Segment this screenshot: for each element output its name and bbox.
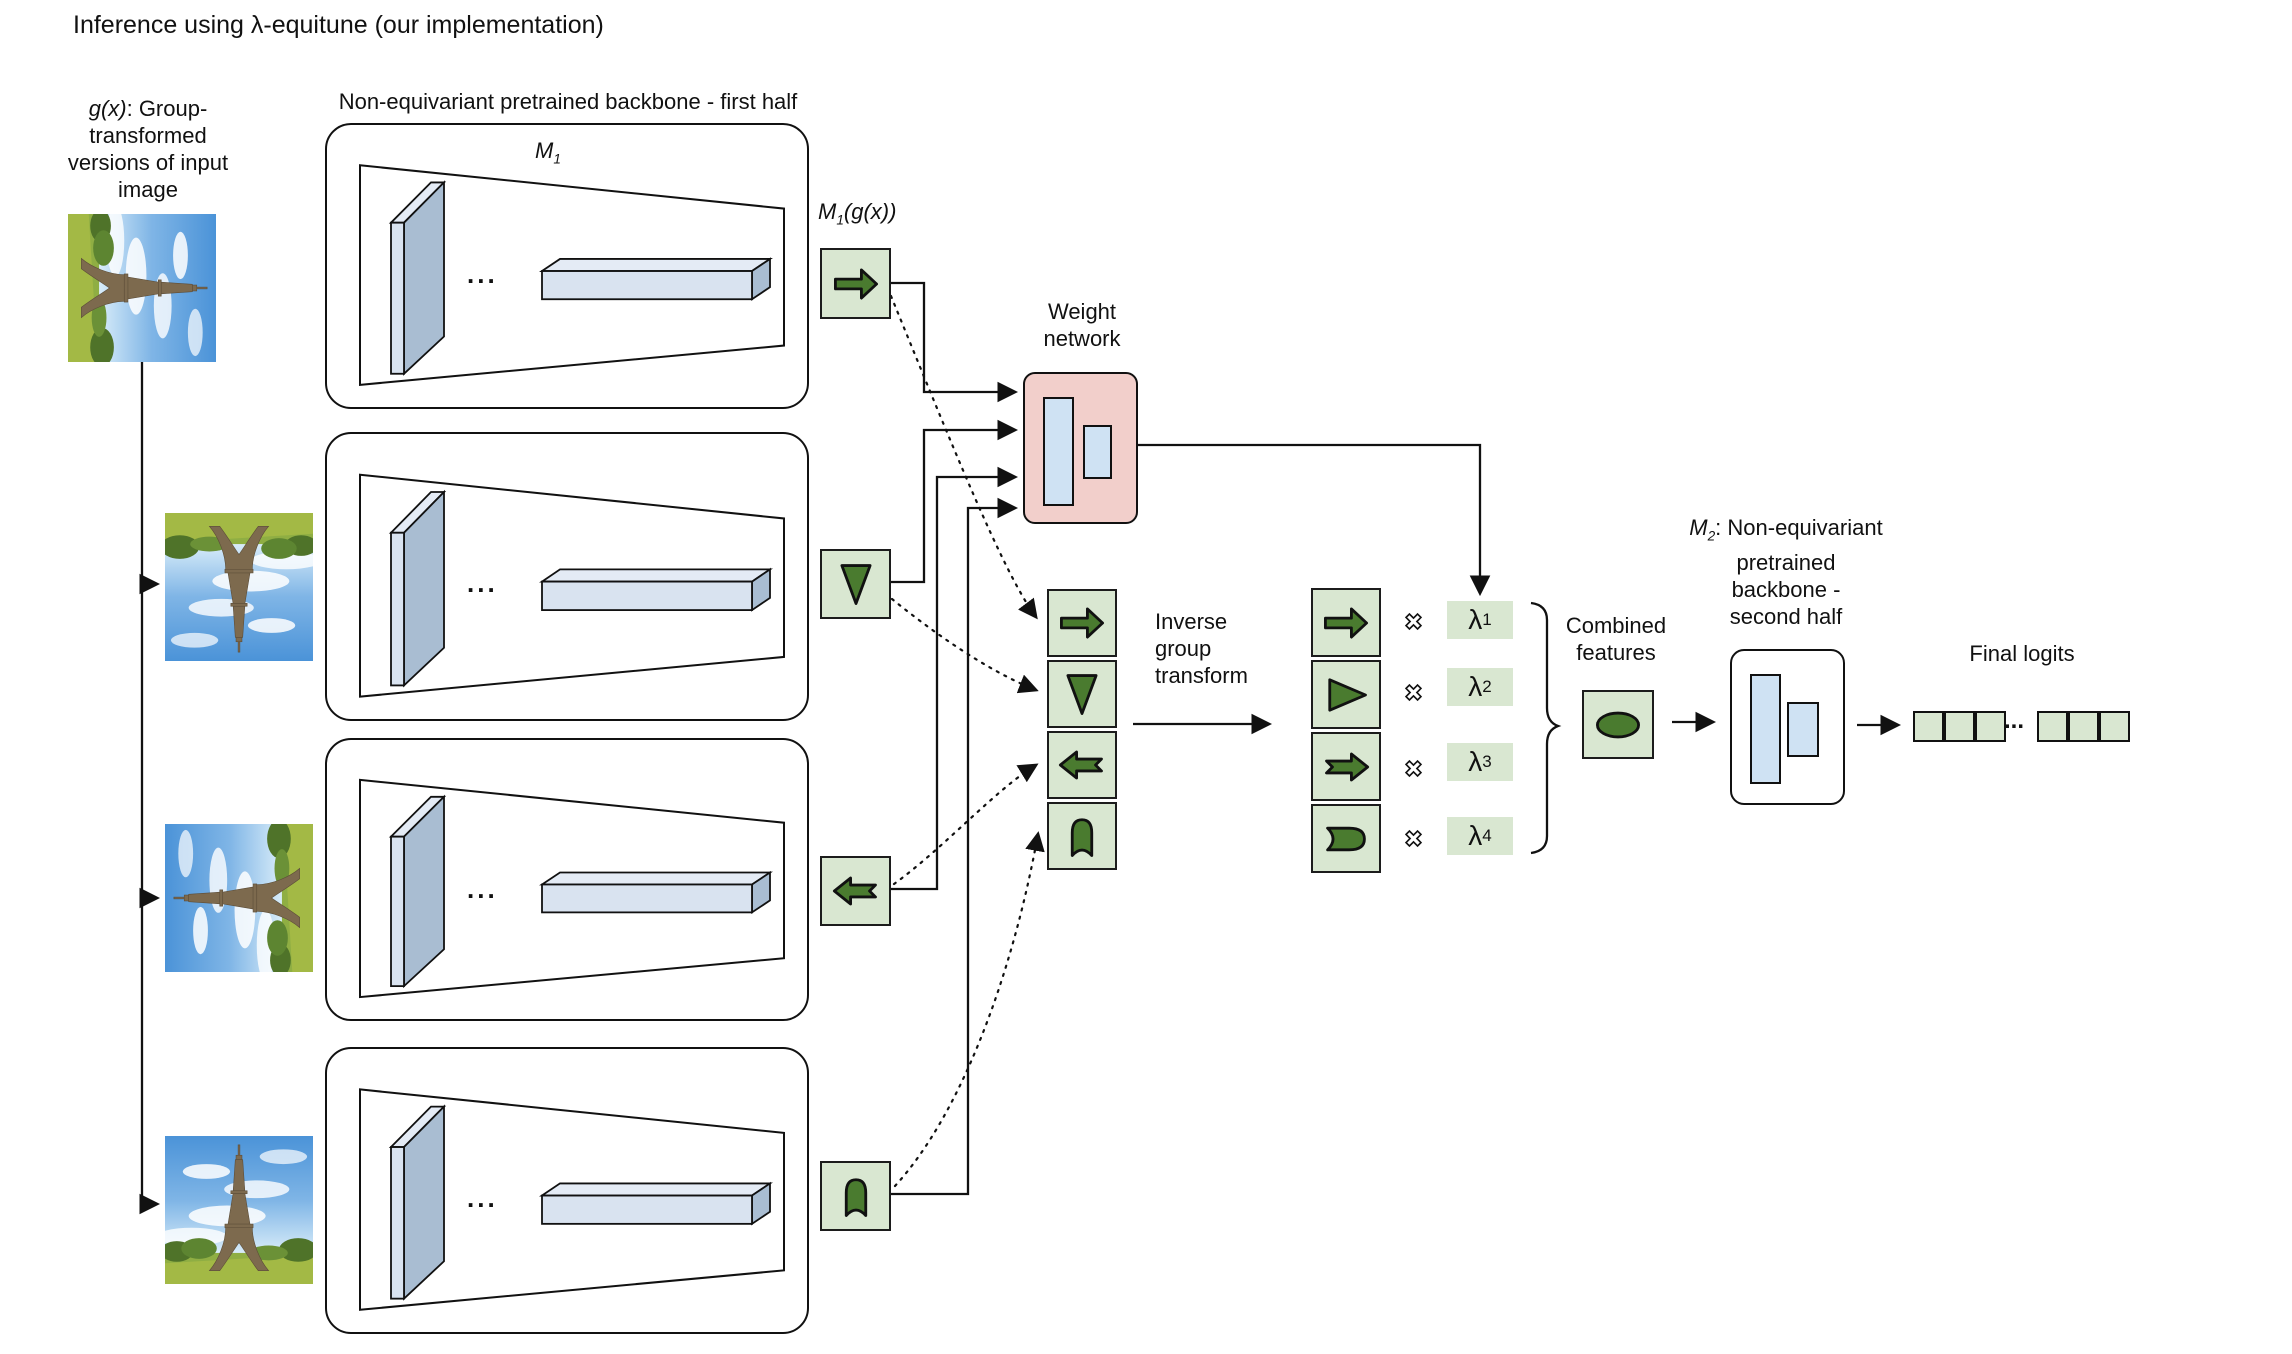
- stack-out-box-2: [1311, 660, 1381, 729]
- layers-ellipsis: ...: [467, 1183, 498, 1213]
- feature-map-box-3: [820, 856, 891, 926]
- stack-out-box-4: [1311, 804, 1381, 873]
- weight-network-label: Weight network: [1043, 299, 1121, 351]
- backbone-box-2: ...: [325, 432, 809, 721]
- backbone-box-3: ...: [325, 738, 809, 1021]
- m1gx-label: M1(g(x)): [818, 199, 897, 228]
- page-title: Inference using λ-equitune (our implemen…: [73, 11, 604, 39]
- m2-layer-short: [1787, 702, 1819, 757]
- eiffel-rot90ccw-image: [165, 824, 313, 972]
- down-triangle-icon: [841, 566, 869, 604]
- layers-ellipsis: ...: [467, 259, 498, 289]
- final-logits-label: Final logits: [1969, 641, 2075, 666]
- backbone-cnn-graphic: [359, 778, 785, 999]
- m2-label: M2: Non-equivariant pretrained backbone …: [1689, 515, 1883, 630]
- m1-label: M1: [535, 138, 561, 167]
- logit-cell: [2068, 711, 2099, 742]
- multiply-cross-icon: [1402, 757, 1425, 780]
- backbone-first-header: Non-equivariant pretrained backbone - fi…: [338, 89, 798, 114]
- right-notched-arrow-icon: [1327, 754, 1368, 780]
- left-notched-arrow-icon: [834, 878, 875, 904]
- stack-in-box-4: [1047, 802, 1117, 870]
- multiply-cross-icon: [1402, 610, 1425, 633]
- arch-icon: [846, 1180, 866, 1216]
- stack-in-box-1: [1047, 589, 1117, 657]
- eiffel-upright-image: [165, 1136, 313, 1284]
- inverse-group-transform-label: Inverse group transform: [1155, 609, 1248, 688]
- stack-in-box-2: [1047, 660, 1117, 728]
- feature2-to-stack-dotted: [890, 597, 1039, 694]
- feature2-to-weightnet: [887, 419, 1019, 584]
- combined-features-box: [1582, 690, 1654, 759]
- m2-backbone-box: [1730, 649, 1845, 805]
- logit-cell: [1944, 711, 1975, 742]
- layers-ellipsis: ...: [467, 874, 498, 904]
- weightnet-layer-short: [1083, 425, 1112, 479]
- backbone-box-1: M1 ...: [325, 123, 809, 409]
- combine-brace: [1530, 601, 1562, 855]
- left-notched-arrow-icon: [1060, 752, 1101, 778]
- feature-map-box-2: [820, 549, 891, 619]
- ellipse-feature-icon: [1597, 713, 1638, 737]
- logit-cell: [2099, 711, 2130, 742]
- feature-map-box-1: [820, 248, 891, 319]
- logit-cell: [1913, 711, 1944, 742]
- weight-network-box: [1023, 372, 1138, 524]
- feature4-to-weightnet: [887, 497, 1019, 1196]
- gx-symbol: g(x): [88, 96, 127, 121]
- down-triangle-icon: [1068, 676, 1096, 714]
- feature3-to-weightnet: [887, 466, 1019, 891]
- layers-ellipsis: ...: [467, 568, 498, 598]
- backbone-cnn-graphic: [359, 164, 785, 386]
- m2-layer-tall: [1750, 674, 1781, 784]
- input-images-caption: g(x): Group- transformed versions of inp…: [42, 95, 254, 203]
- multiply-cross-icon: [1402, 827, 1425, 850]
- feature1-to-weightnet: [887, 281, 1019, 403]
- arch-icon: [1072, 820, 1092, 856]
- backbone-cnn-graphic: [359, 473, 785, 698]
- feature3-to-stack-dotted: [892, 763, 1039, 886]
- logits-ellipsis: ...: [2004, 707, 2025, 734]
- caption-text: : Group- transformed versions of input i…: [67, 96, 229, 202]
- right-triangle-icon: [1330, 679, 1366, 709]
- weightnet-to-lambda1: [1134, 443, 1491, 597]
- sideways-arch-icon: [1328, 828, 1365, 850]
- right-arrow-icon: [1061, 609, 1102, 637]
- logit-cell: [2037, 711, 2068, 742]
- right-arrow-icon: [1325, 608, 1366, 636]
- stack-out-box-1: [1311, 588, 1381, 657]
- feature-map-box-4: [820, 1161, 891, 1231]
- eiffel-rot90cw-image: [68, 214, 216, 362]
- logit-cell: [1975, 711, 2006, 742]
- multiply-cross-icon: [1402, 681, 1425, 704]
- feature4-to-stack-dotted: [893, 831, 1045, 1188]
- backbone-cnn-graphic: [359, 1088, 785, 1311]
- combined-features-label: Combined features: [1565, 613, 1667, 665]
- feature1-to-stack-dotted: [889, 294, 1038, 620]
- backbone-box-4: ...: [325, 1047, 809, 1334]
- eiffel-rot180-image: [165, 513, 313, 661]
- stack-in-box-3: [1047, 731, 1117, 799]
- right-arrow-icon: [835, 269, 876, 297]
- weightnet-layer-tall: [1043, 397, 1074, 506]
- stack-out-box-3: [1311, 732, 1381, 801]
